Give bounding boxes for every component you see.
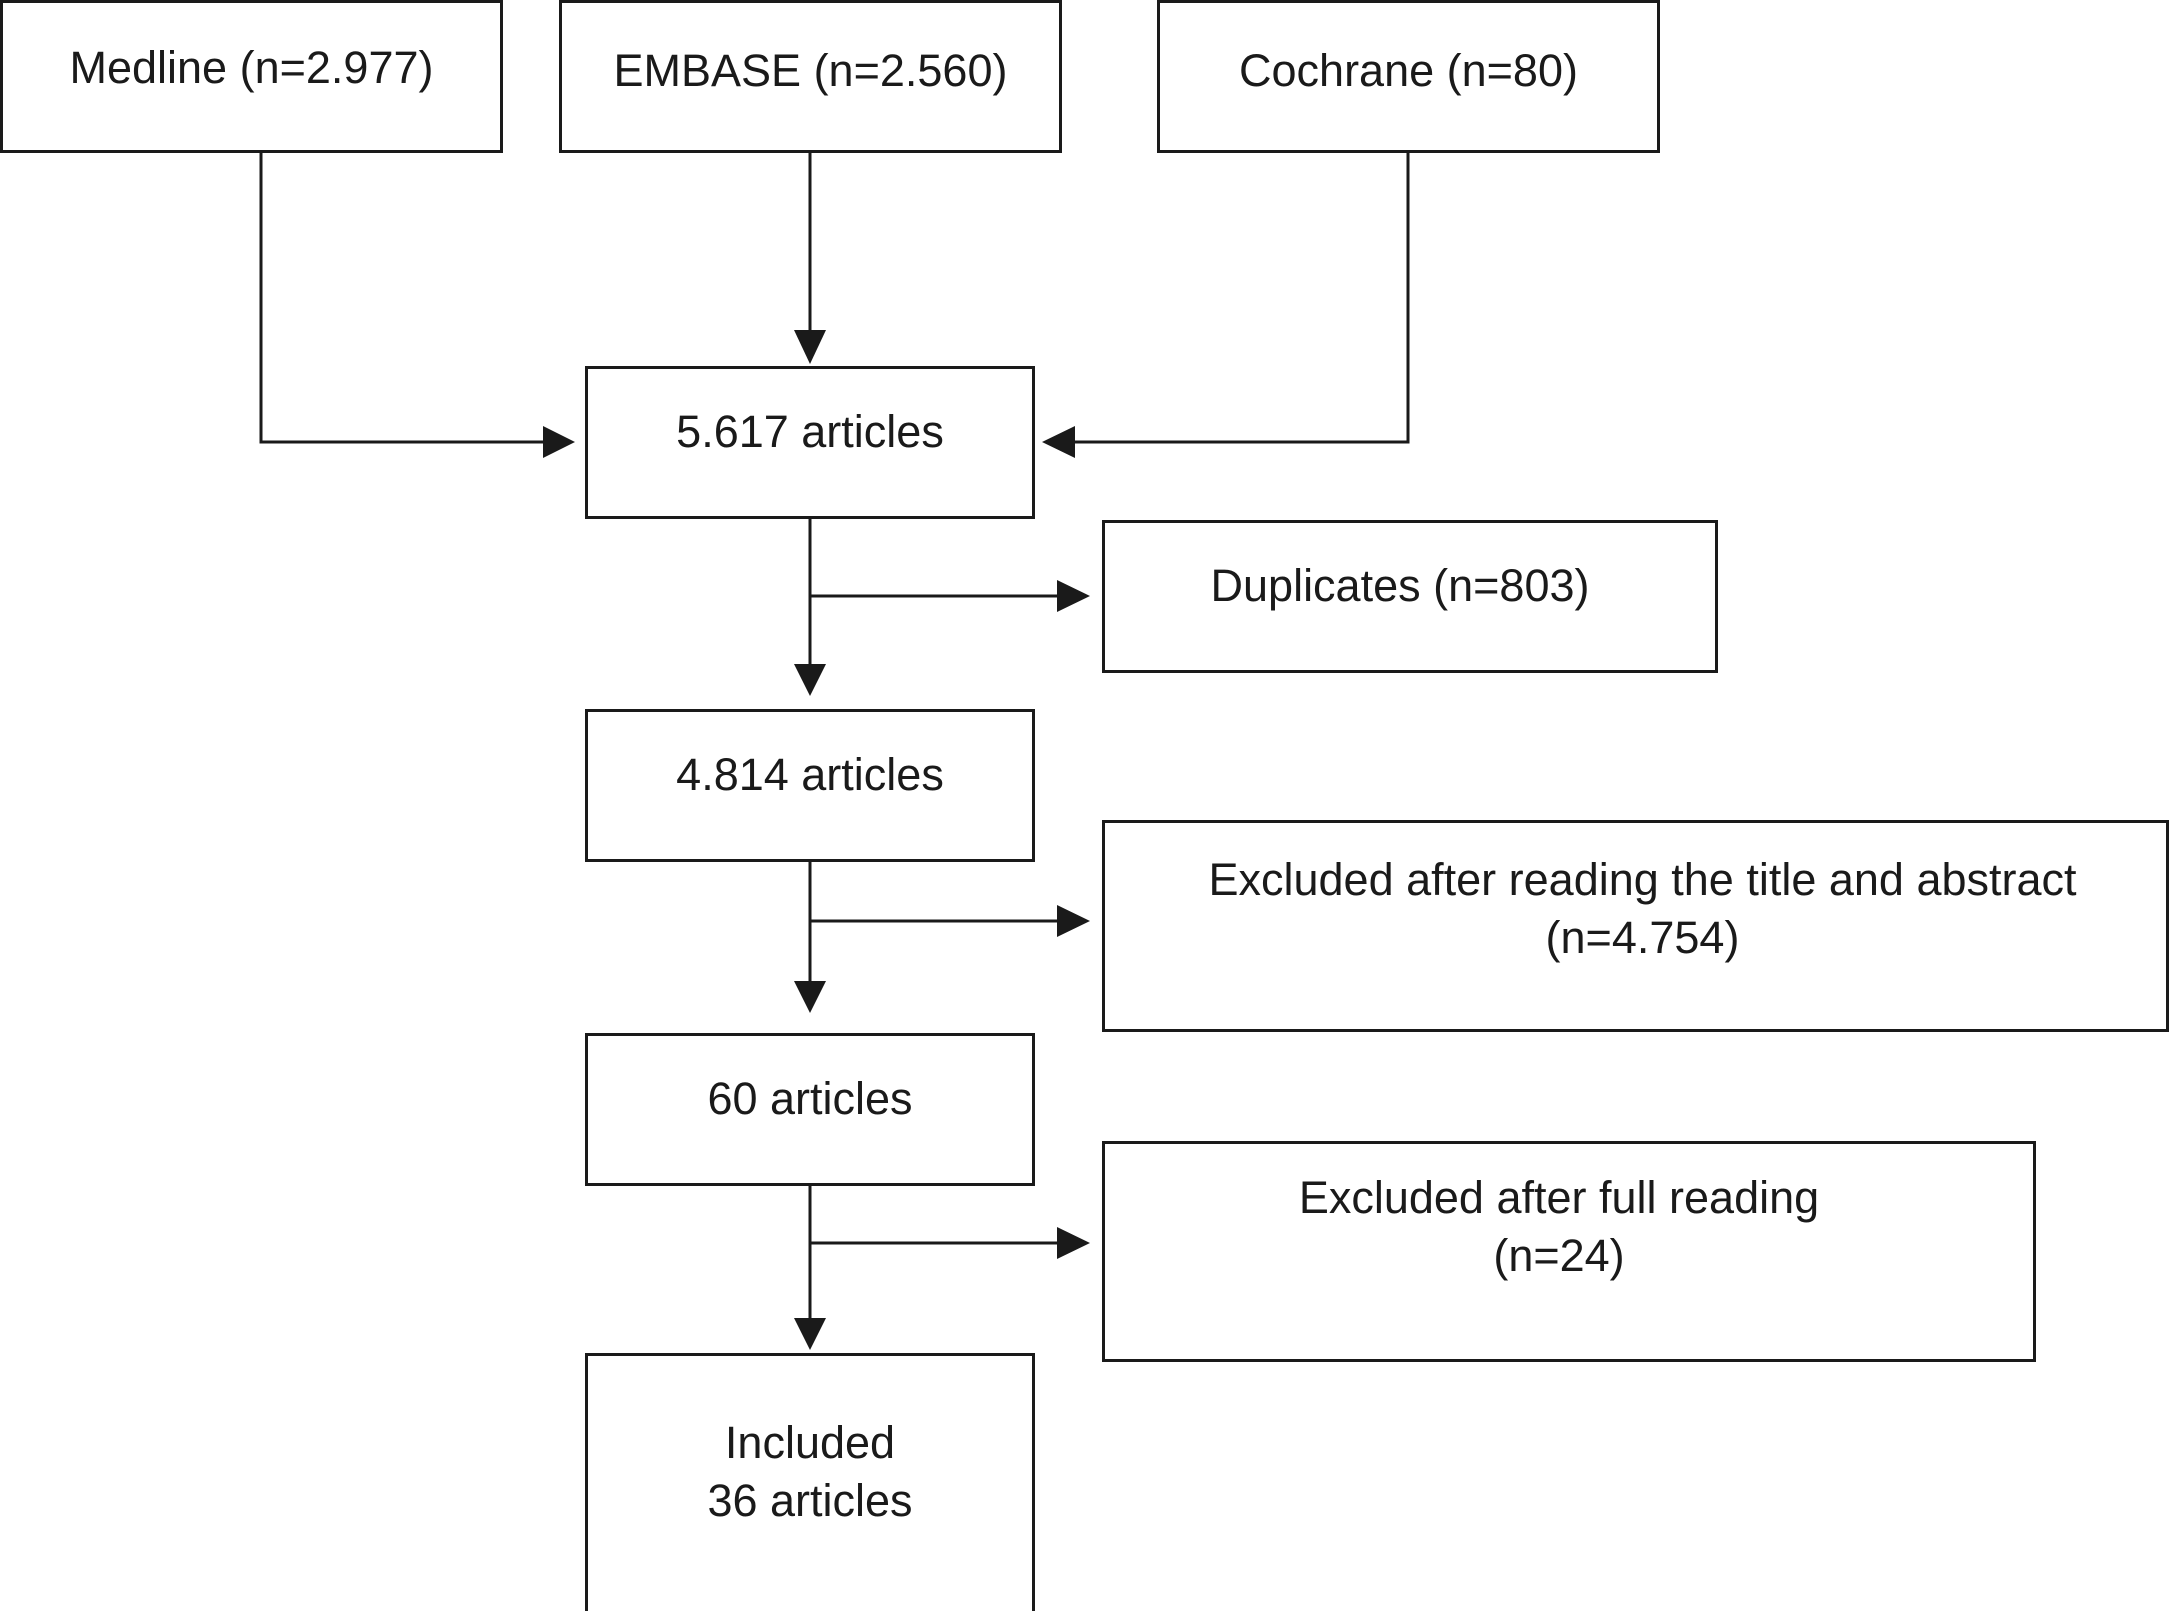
included-count: 36 articles xyxy=(707,1474,913,1526)
arrowhead-included xyxy=(794,1318,826,1350)
after-screening-box: 60 articles xyxy=(585,1033,1035,1186)
arrowhead-full-reading xyxy=(1057,1227,1090,1259)
total-articles-label: 5.617 articles xyxy=(676,405,944,457)
duplicates-label: Duplicates (n=803) xyxy=(1210,559,1590,611)
excluded-full-reading-count: (n=24) xyxy=(1493,1229,1625,1281)
arrowhead-title-abstract xyxy=(1057,905,1090,937)
arrowhead-medline xyxy=(543,426,575,458)
arrowhead-duplicates xyxy=(1057,580,1090,612)
after-duplicates-label: 4.814 articles xyxy=(676,748,944,800)
connector-medline xyxy=(259,152,545,444)
excluded-full-reading-box: Excluded after full reading (n=24) xyxy=(1102,1141,2036,1362)
source-embase-label: EMBASE (n=2.560) xyxy=(613,44,1008,96)
after-duplicates-box: 4.814 articles xyxy=(585,709,1035,862)
source-medline-label: Medline (n=2.977) xyxy=(69,41,434,93)
arrowhead-after-screening xyxy=(794,981,826,1013)
after-screening-label: 60 articles xyxy=(707,1072,913,1124)
arrowhead-after-duplicates xyxy=(794,664,826,696)
arrowhead-embase xyxy=(794,330,826,364)
duplicates-box: Duplicates (n=803) xyxy=(1102,520,1718,673)
excluded-title-abstract-label: Excluded after reading the title and abs… xyxy=(1208,854,2077,905)
included-box: Included 36 articles xyxy=(585,1353,1035,1611)
source-embase-box: EMBASE (n=2.560) xyxy=(559,0,1062,153)
total-articles-box: 5.617 articles xyxy=(585,366,1035,519)
excluded-title-abstract-box: Excluded after reading the title and abs… xyxy=(1102,820,2169,1032)
excluded-full-reading-label: Excluded after full reading xyxy=(1298,1171,1820,1223)
arrowhead-cochrane xyxy=(1042,426,1075,458)
connector-cochrane xyxy=(1073,152,1410,444)
included-label: Included xyxy=(724,1416,896,1468)
excluded-title-abstract-count: (n=4.754) xyxy=(1545,912,1740,963)
source-cochrane-box: Cochrane (n=80) xyxy=(1157,0,1660,153)
source-medline-box: Medline (n=2.977) xyxy=(0,0,503,153)
source-cochrane-label: Cochrane (n=80) xyxy=(1239,44,1578,96)
